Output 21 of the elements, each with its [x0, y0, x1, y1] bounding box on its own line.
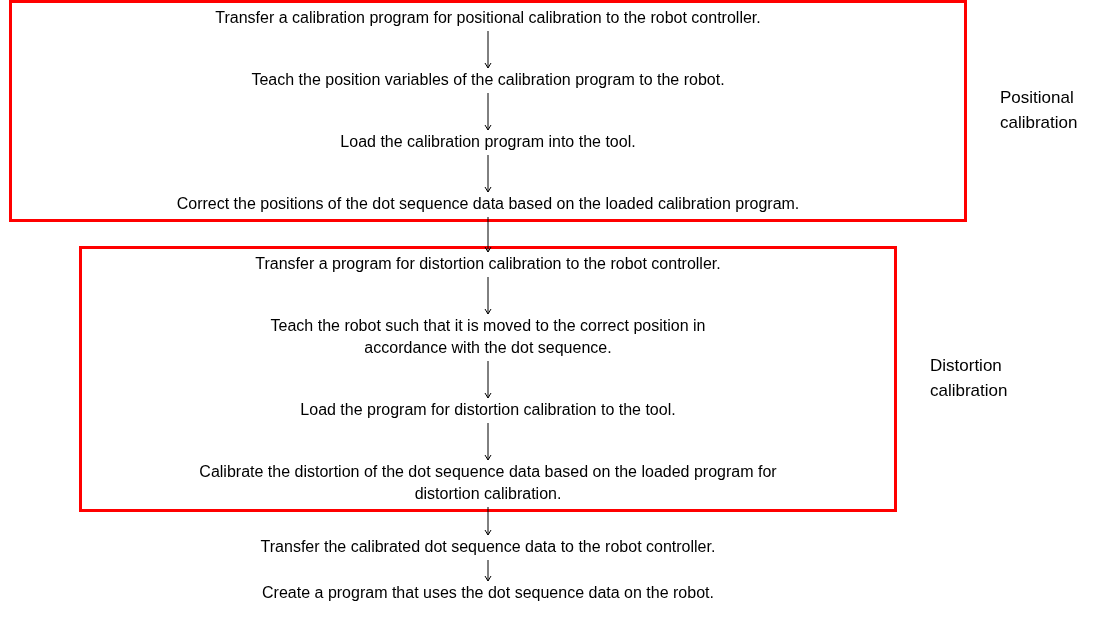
group-label: Distortion calibration	[930, 355, 1009, 402]
step-text: Transfer a calibration program for positional calibration to the robot controller.	[215, 7, 761, 29]
arrow	[484, 360, 492, 399]
arrow	[484, 559, 492, 582]
arrow	[484, 154, 492, 193]
group-label: Positional calibration	[1000, 87, 1079, 134]
arrow	[484, 92, 492, 131]
step-text: Load the program for distortion calibration to the tool.	[300, 399, 676, 421]
step-text: Teach the robot such that it is moved to the correct position in accordance with the dot sequence.	[228, 315, 748, 359]
arrow	[484, 422, 492, 461]
step-text: Correct the positions of the dot sequence data based on the loaded calibration program.	[176, 193, 800, 215]
arrow	[484, 506, 492, 536]
arrow	[484, 30, 492, 69]
step-text: Load the calibration program into the tool.	[340, 131, 636, 153]
step-text: Create a program that uses the dot sequence data on the robot.	[262, 582, 714, 604]
arrow	[484, 216, 492, 253]
step-text: Calibrate the distortion of the dot sequence data based on the loaded program for distortion calibration.	[188, 461, 788, 505]
step-text: Transfer the calibrated dot sequence data to the robot controller.	[260, 536, 716, 558]
step-text: Teach the position variables of the calibration program to the robot.	[251, 69, 725, 91]
step-text: Transfer a program for distortion calibration to the robot controller.	[255, 253, 721, 275]
arrow	[484, 276, 492, 315]
